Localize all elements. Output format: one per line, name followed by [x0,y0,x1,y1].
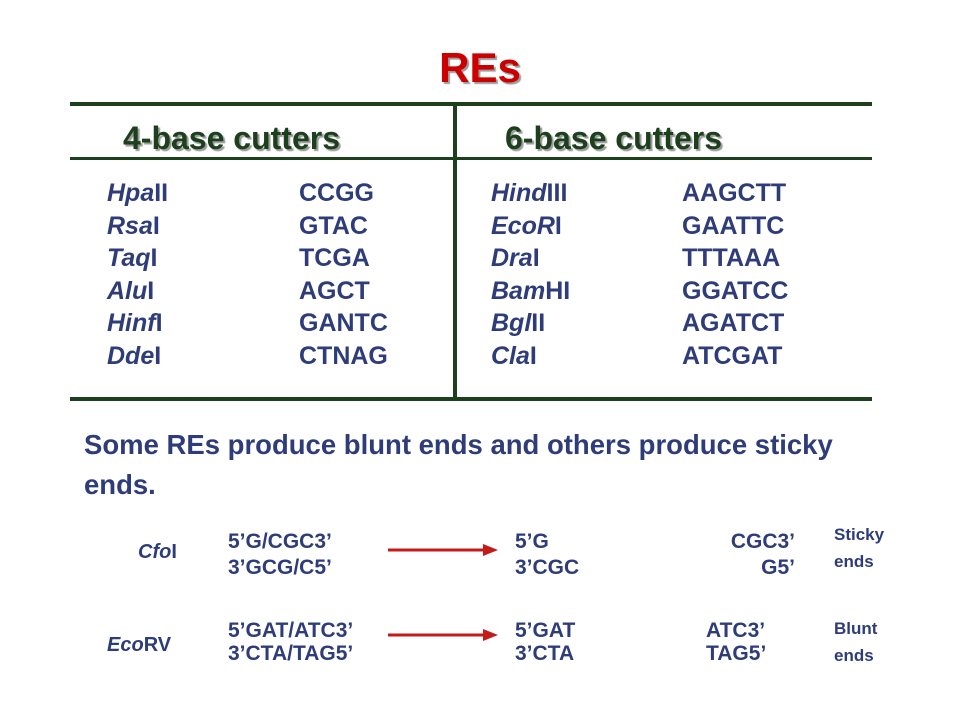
recognition-site: GANTC [299,309,388,337]
cfoi-arrow [388,544,498,556]
ecorv-left-top: 5’GAT [515,619,576,642]
recognition-site: CTNAG [299,341,388,370]
ecorv-left-bottom: 3’CTA [515,642,575,665]
recognition-site: GGATCC [682,276,789,305]
ecorv-site: 5’GAT/ATC3’ 3’CTA/TAG5’ [228,619,353,665]
cfoi-site: 5’G/CGC3’ 3’GCG/C5’ [228,529,332,581]
ecorv-enzyme-label: EcoRV [107,634,172,656]
enzyme-name: BamHI [491,276,571,305]
ecorv-note-line1: Blunt [834,619,878,638]
six-base-header: 6-base cutters [505,120,722,156]
description-text: Some REs produce blunt ends and others p… [84,429,833,500]
six-base-enzyme-list: HindIII EcoRI DraI BamHI BglII ClaI [491,177,570,372]
cfoi-right-bottom: G5’ [761,556,795,579]
ecorv-site-top: 5’GAT/ATC3’ [228,619,354,642]
enzyme-name: ClaI [491,341,537,370]
ecorv-right-fragment: ATC3’ TAG5’ [706,619,766,665]
enzyme-name: DdeI [107,341,162,370]
four-base-enzyme-list: HpaII RsaI TaqI AluI HinfI DdeI [107,177,168,372]
enzyme-name: DraI [491,244,540,272]
cfoi-right-fragment: CGC3’ G5’ [705,529,795,581]
enzyme-name: EcoRI [491,211,562,240]
cfoi-note-line1: Sticky [834,525,885,544]
table-top-rule [70,102,872,106]
page-title: REs [439,44,521,91]
recognition-site: TTTAAA [682,244,781,272]
ecorv-site-bottom: 3’CTA/TAG5’ [228,642,354,665]
enzyme-name: HinfI [107,309,163,337]
cfoi-site-bottom: 3’GCG/C5’ [228,556,332,579]
cfoi-left-bottom: 3’CGC [515,556,580,579]
recognition-site: AGATCT [682,309,785,337]
recognition-site: GTAC [299,211,368,240]
cfoi-note-line2: ends [834,552,874,571]
ecorv-end-type: Blunt ends [834,615,877,669]
ecorv-left-fragment: 5’GAT 3’CTA [515,619,575,665]
four-base-site-list: CCGG GTAC TCGA AGCT GANTC CTNAG [299,177,388,372]
cfoi-end-type: Sticky ends [834,521,884,575]
six-base-site-list: AAGCTT GAATTC TTTAAA GGATCC AGATCT ATCGA… [682,177,788,372]
cfoi-left-top: 5’G [515,530,549,553]
ecorv-right-top: ATC3’ [706,619,766,642]
enzyme-name: HpaII [107,179,169,207]
enzyme-name: TaqI [107,244,158,272]
cfoi-site-top: 5’G/CGC3’ [228,530,332,553]
table-bottom-rule [70,397,872,401]
recognition-site: ATCGAT [682,341,783,370]
recognition-site: CCGG [299,179,374,207]
cfoi-left-fragment: 5’G 3’CGC [515,529,579,581]
recognition-site: TCGA [299,244,370,272]
four-base-header: 4-base cutters [123,120,340,156]
enzyme-name: RsaI [107,211,160,240]
recognition-site: AAGCTT [682,179,787,207]
enzyme-name: AluI [107,276,155,305]
ecorv-arrow [388,629,498,641]
ecorv-right-bottom: TAG5’ [706,642,767,665]
recognition-site: GAATTC [682,211,785,240]
enzyme-name: HindIII [491,179,568,207]
enzyme-name: BglII [491,309,546,337]
cfoi-right-top: CGC3’ [730,530,795,553]
cfoi-enzyme-label: CfoI [138,541,177,563]
ecorv-note-line2: ends [834,646,874,665]
table-header-rule [70,157,872,160]
recognition-site: AGCT [299,276,370,305]
table-column-divider [453,102,457,401]
